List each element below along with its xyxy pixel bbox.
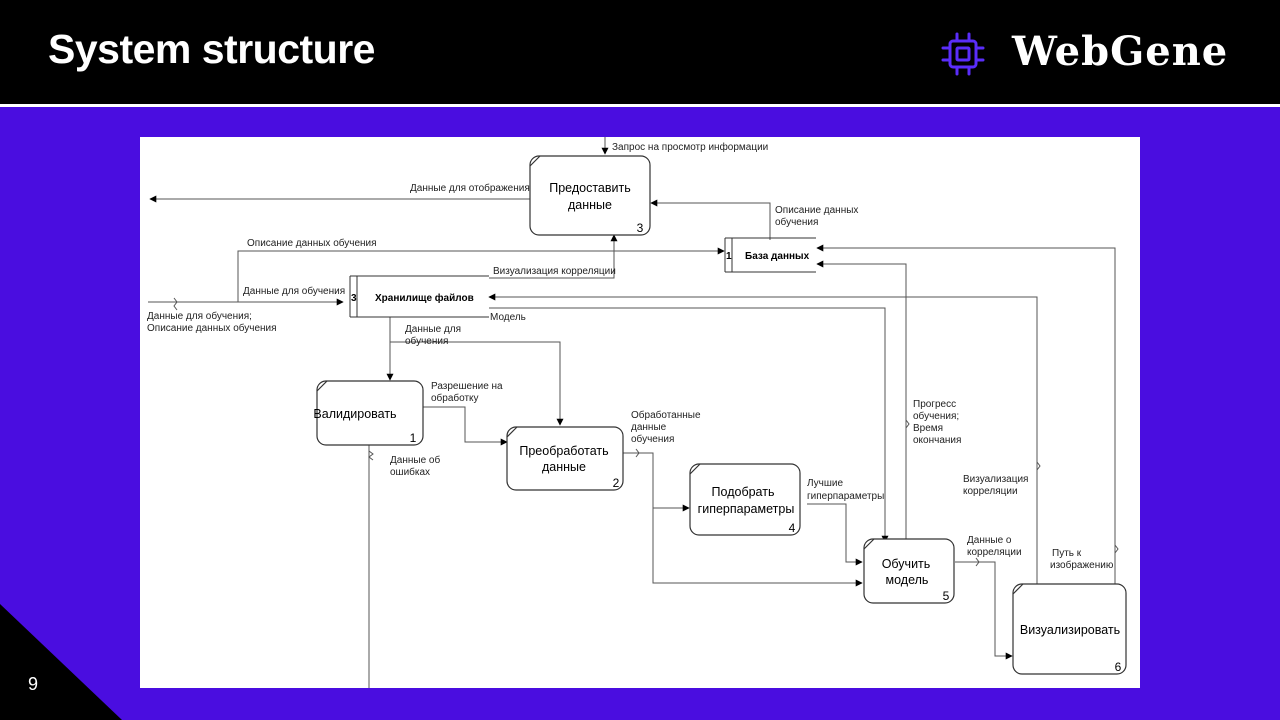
flow-corr-data [955,561,1013,660]
header-bar [0,0,1280,104]
flow-label: корреляции [967,547,1022,558]
flow-label: Данные о [967,535,1012,546]
process-tune-hyperparams: Подобрать гиперпараметры 4 [689,463,801,536]
flow-label: гиперпараметры [807,491,884,502]
flow-markers [173,297,1119,567]
process-label: данные [568,198,612,212]
flow-corr-to-provide [489,234,618,279]
process-label: данные [542,460,586,474]
flow-labels: Запрос на просмотр информации Данные для… [147,141,1114,571]
page-number: 9 [28,674,39,694]
flow-label: обучения [775,216,818,228]
flow-label: Описание данных [775,205,858,216]
process-number: 4 [789,521,796,535]
store-label: База данных [745,251,810,262]
flow-label: Модель [490,312,526,323]
flow-label: Данные для обучения; [147,310,252,322]
process-label: Валидировать [313,407,396,421]
flow-best-params [807,503,863,566]
flow-label: Путь к [1052,548,1082,559]
process-label: Подобрать [712,485,775,499]
brand-name: WebGene [1012,28,1229,75]
flow-label: Запрос на просмотр информации [612,141,768,153]
process-label: Визуализировать [1020,623,1120,637]
process-train-model: Обучить модель 5 [863,538,955,604]
process-provide-data: Предоставить данные 3 [529,155,651,236]
page-title: System structure [48,26,375,72]
flow-progress [816,260,907,540]
dfd-diagram: Предоставить данные 3 Валидировать 1 Пре… [147,137,1127,688]
flow-label: обучения [405,335,448,347]
process-label: Предоставить [549,181,631,195]
flow-label: Прогресс [913,399,956,410]
flow-label: Описание данных обучения [247,237,377,249]
process-label: модель [886,573,929,587]
flow-label: корреляции [963,486,1018,497]
flow-label: обучения; [913,410,959,422]
flow-label: Разрешение на [431,381,503,392]
flow-preprocess-to-train [652,507,863,587]
flow-label: Обработанные [631,409,701,421]
flow-img-path [816,244,1116,584]
process-number: 6 [1115,660,1122,674]
flow-model [489,307,889,543]
process-label: Преобработать [519,444,608,458]
header-divider [0,104,1280,107]
flow-permit [423,406,508,446]
store-label: Хранилище файлов [375,292,474,304]
flow-label: Лучшие [807,478,843,489]
flow-label: ошибках [390,466,430,478]
process-number: 2 [613,476,620,490]
flow-label: обработку [431,392,479,404]
flow-label: Данные для обучения [243,285,345,297]
flow-label: обучения [631,433,674,445]
process-number: 5 [943,589,950,603]
store-number: 3 [351,293,357,304]
flow-db-to-provide [650,199,771,240]
flow-label: данные [631,422,667,433]
flow-label: Данные для [405,324,461,335]
flow-label: Данные для отображения [410,182,530,194]
flow-lines [148,137,1116,688]
process-number: 3 [637,221,644,235]
flow-label: Визуализация [963,474,1028,485]
flow-label: Данные об [390,454,440,466]
flow-train-desc [237,247,725,302]
process-preprocess: Преобработать данные 2 [506,426,624,491]
diagram-canvas: Предоставить данные 3 Валидировать 1 Пре… [140,137,1140,688]
store-file-storage [349,275,489,318]
store-database [724,237,816,273]
process-visualize: Визуализировать 6 [1012,583,1127,675]
flow-label: Время [913,423,943,434]
flow-preprocess-to-tune [622,452,690,512]
process-number: 1 [410,431,417,445]
flow-fs-to-preprocess [390,341,564,426]
process-label: Обучить [882,557,931,571]
process-validate: Валидировать 1 [313,380,424,446]
chip-icon [941,32,985,76]
flow-label: изображению [1050,559,1114,571]
flow-vis-to-fs [488,293,1038,584]
store-number: 1 [726,251,732,262]
flow-label: окончания [913,435,961,446]
flow-label: Визуализация корреляции [493,266,616,277]
process-label: гиперпараметры [698,502,795,516]
flow-label: Описание данных обучения [147,322,277,334]
